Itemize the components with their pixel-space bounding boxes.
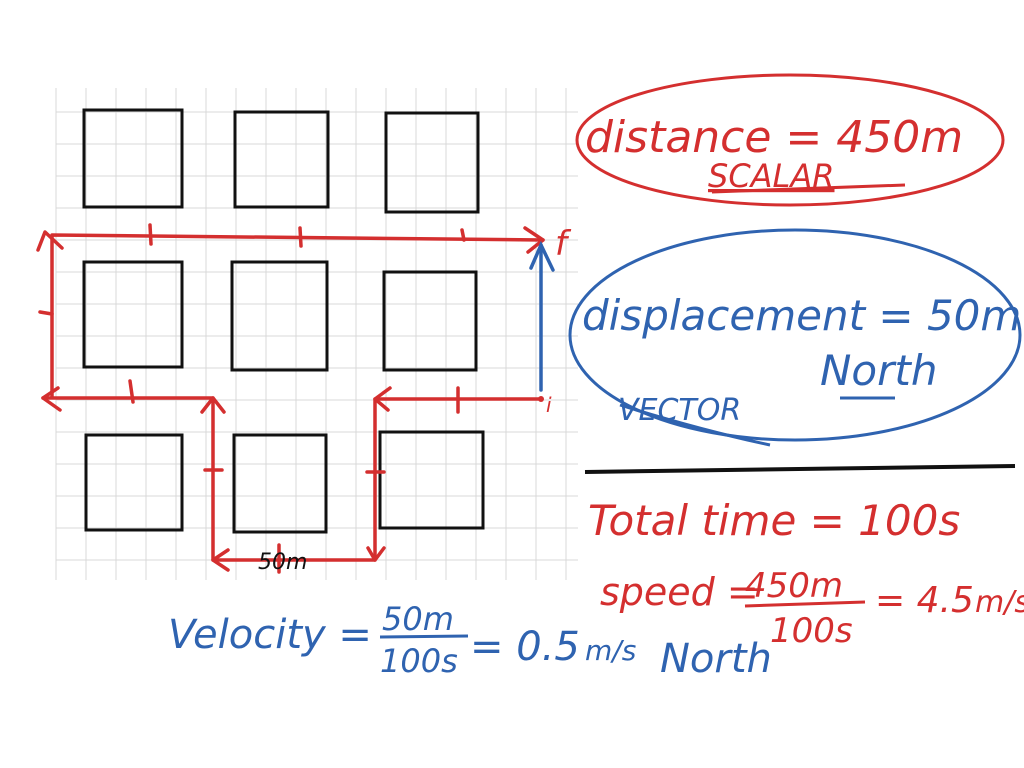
arrowhead <box>200 396 226 414</box>
velocity-numerator: 50m <box>382 600 454 638</box>
displacement-circle <box>568 228 1022 442</box>
velocity-denominator: 100s <box>380 642 458 680</box>
displacement-text: displacement = 50m <box>582 291 1021 340</box>
block <box>84 433 184 532</box>
block <box>378 430 485 530</box>
block <box>233 110 330 209</box>
city-blocks <box>82 108 485 534</box>
block <box>232 433 328 534</box>
arrowhead <box>211 548 230 572</box>
velocity-label: Velocity = <box>168 612 372 658</box>
graph-paper-grid <box>55 88 578 580</box>
initial-label: i <box>546 393 552 417</box>
distance-circle <box>575 73 1005 207</box>
velocity-result: = 0.5 <box>470 624 580 670</box>
divider-line <box>584 464 1016 474</box>
speed-label: speed = <box>600 570 759 614</box>
velocity-fraction-bar <box>379 634 469 639</box>
velocity-unit: m/s <box>585 634 636 667</box>
distance-text: distance = 450m <box>585 112 963 163</box>
block <box>382 270 478 372</box>
initial-point <box>538 396 544 402</box>
vector-underline <box>619 403 771 447</box>
arrowhead <box>523 226 545 254</box>
speed-denominator: 100s <box>770 611 853 651</box>
distance-path <box>36 223 545 574</box>
block <box>82 108 184 209</box>
arrowhead <box>366 546 386 562</box>
speed-result: = 4.5 <box>875 580 974 621</box>
speed-fraction-bar <box>744 600 866 608</box>
arrowhead <box>36 230 64 252</box>
speed-unit: m/s <box>975 585 1024 620</box>
arrowhead <box>41 386 62 412</box>
scalar-underline <box>711 183 906 194</box>
displacement-vector <box>529 240 555 392</box>
north-text: North <box>820 346 937 395</box>
arrowhead <box>373 386 392 412</box>
speed-numerator: 450m <box>745 566 843 606</box>
total-time-text: Total time = 100s <box>588 496 960 545</box>
block <box>384 111 480 214</box>
block <box>230 260 329 372</box>
final-label: f <box>555 224 572 264</box>
segment-length-label: 50m <box>258 550 307 575</box>
block <box>82 260 184 369</box>
velocity-direction: North <box>660 636 772 682</box>
